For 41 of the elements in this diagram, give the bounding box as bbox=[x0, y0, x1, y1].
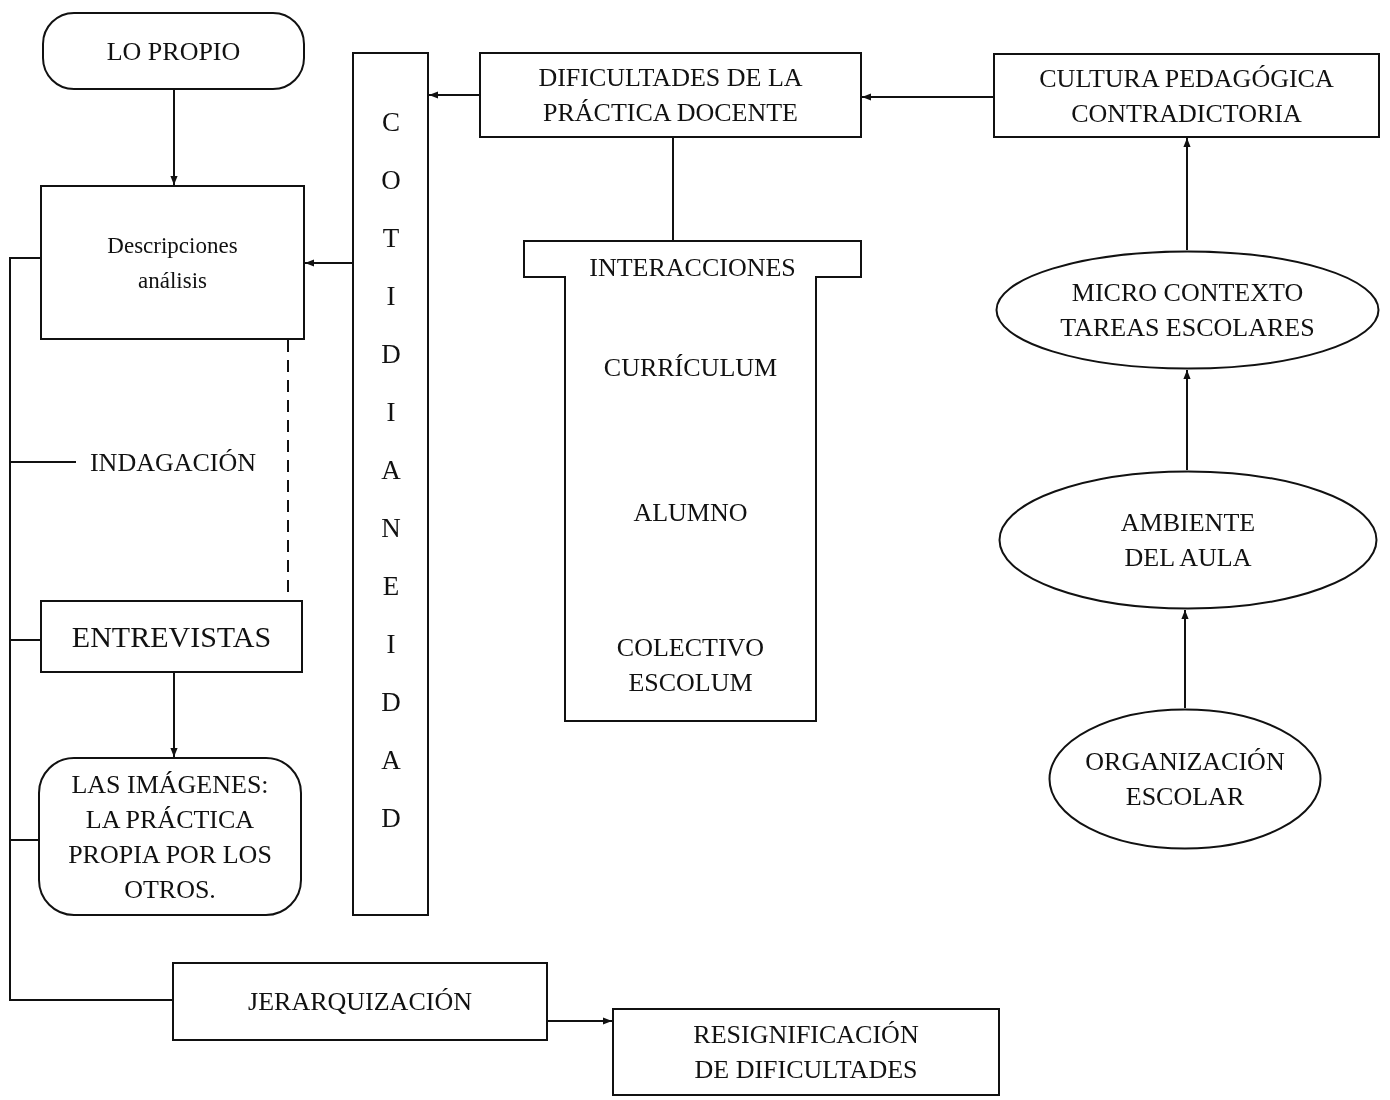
node-label: LAS IMÁGENES: LA PRÁCTICA PROPIA POR LOS OTROS. bbox=[67, 768, 273, 906]
node-label: DIFICULTADES DE LA PRÁCTICA DOCENTE bbox=[537, 62, 804, 129]
process-box bbox=[993, 53, 1380, 138]
arrow bbox=[170, 672, 178, 758]
node-label: RESIGNIFICACIÓN DE DIFICULTADES bbox=[692, 1019, 920, 1086]
node-label: INTERACCIONES bbox=[588, 252, 797, 284]
node-label: CURRÍCULUM bbox=[602, 352, 779, 384]
vertical-box bbox=[352, 52, 429, 916]
node-label: Descripciones análisis bbox=[106, 231, 239, 295]
arrow bbox=[428, 91, 480, 99]
node-label: ENTREVISTAS bbox=[71, 619, 272, 654]
node-label: CULTURA PEDAGÓGICA CONTRADICTORIA bbox=[1038, 62, 1335, 130]
node-label: COTIDIANEIDAD bbox=[375, 107, 407, 861]
arrow bbox=[1181, 609, 1189, 709]
arrow bbox=[1183, 369, 1191, 471]
tee-shaped-box bbox=[523, 240, 862, 722]
connector-line bbox=[9, 839, 173, 1001]
node-label: LO PROPIO bbox=[106, 35, 241, 68]
rounded-box bbox=[38, 757, 302, 916]
rounded-box bbox=[42, 12, 305, 90]
arrow bbox=[170, 89, 178, 186]
process-box bbox=[40, 185, 305, 340]
node-label: ORGANIZACIÓN ESCOLAR bbox=[1085, 746, 1285, 813]
arrow bbox=[861, 93, 994, 101]
process-box bbox=[612, 1008, 1000, 1096]
ellipse-node bbox=[995, 250, 1380, 370]
arrow bbox=[304, 259, 353, 267]
process-box bbox=[172, 962, 548, 1041]
node-label: INDAGACIÓN bbox=[89, 446, 257, 479]
process-box bbox=[40, 600, 303, 673]
node-label: MICRO CONTEXTO TAREAS ESCOLARES bbox=[1059, 277, 1316, 344]
node-label: ALUMNO bbox=[632, 497, 749, 529]
node-label: JERARQUIZACIÓN bbox=[248, 986, 472, 1018]
ellipse-node bbox=[998, 470, 1378, 610]
arrow bbox=[1183, 137, 1191, 251]
process-box bbox=[479, 52, 862, 138]
connector-line bbox=[672, 137, 674, 241]
node-label: AMBIENTE DEL AULA bbox=[1119, 507, 1257, 574]
ellipse-node bbox=[1048, 708, 1322, 850]
arrow bbox=[547, 1017, 613, 1025]
node-label: COLECTIVO ESCOLUM bbox=[615, 632, 766, 699]
